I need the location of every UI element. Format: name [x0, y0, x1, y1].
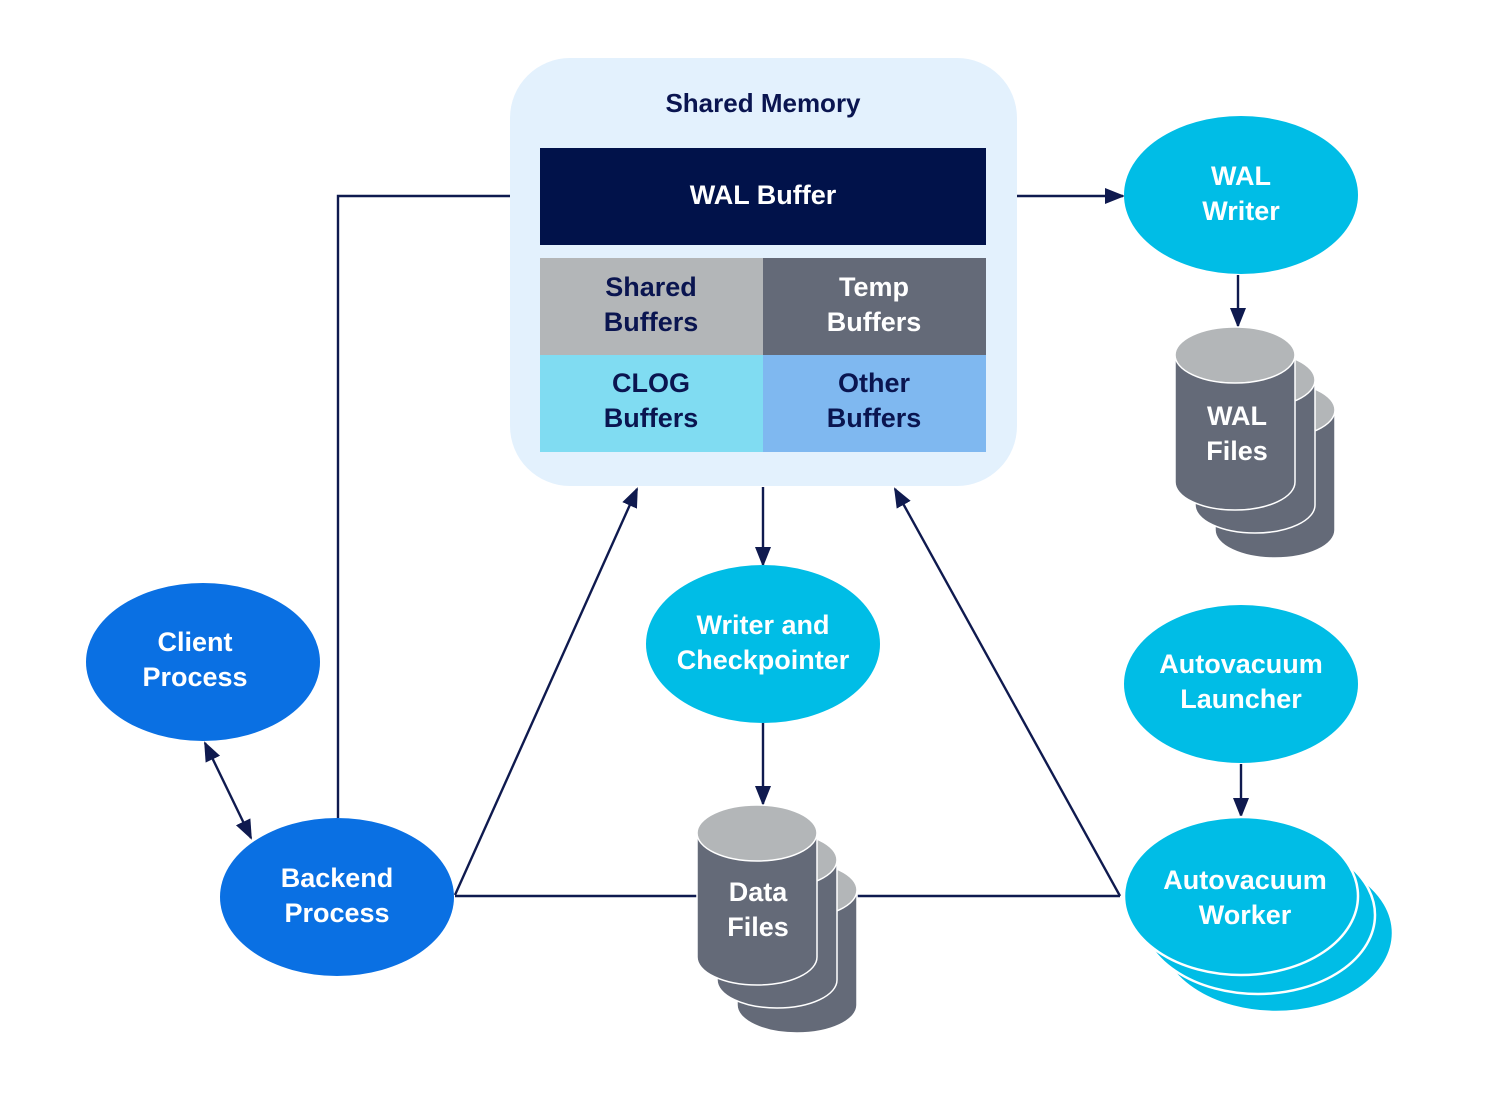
cylinder-front — [1174, 326, 1296, 511]
data-files-label-line2: Files — [727, 912, 789, 942]
autovacuum-worker-label-line2: Worker — [1199, 900, 1292, 930]
wal-writer-ellipse — [1124, 116, 1358, 274]
backend-process-node: Backend Process — [220, 818, 454, 976]
edge-backend-to-shared-memory — [453, 487, 639, 896]
wal-files-label-line2: Files — [1206, 436, 1268, 466]
client-process-ellipse — [86, 583, 320, 741]
other-buffers-label-line2: Buffers — [827, 403, 922, 433]
worker-ellipse-front — [1122, 815, 1360, 977]
backend-process-label-line1: Backend — [281, 863, 394, 893]
autovacuum-launcher-ellipse — [1124, 605, 1358, 763]
edges — [203, 188, 1249, 898]
autovacuum-worker-node: Autovacuum Worker — [1122, 815, 1395, 1014]
writer-checkpointer-label-line2: Checkpointer — [677, 645, 850, 675]
writer-checkpointer-label-line1: Writer and — [696, 610, 829, 640]
backend-process-ellipse — [220, 818, 454, 976]
edge-worker-to-shared-memory — [893, 487, 1122, 897]
writer-checkpointer-node: Writer and Checkpointer — [646, 565, 880, 723]
client-process-label-line1: Client — [157, 627, 232, 657]
autovacuum-worker-label-line1: Autovacuum — [1163, 865, 1327, 895]
shared-memory-group: Shared Memory WAL Buffer Shared Buffers … — [510, 58, 1017, 486]
wal-writer-node: WAL Writer — [1124, 116, 1358, 274]
wal-files-node: WAL Files — [1174, 326, 1336, 559]
autovacuum-launcher-node: Autovacuum Launcher — [1124, 605, 1358, 763]
other-buffers-box — [763, 355, 986, 452]
temp-buffers-box — [763, 258, 986, 355]
wal-writer-label-line2: Writer — [1202, 196, 1280, 226]
writer-checkpointer-ellipse — [646, 565, 880, 723]
wal-buffer-box — [540, 148, 986, 245]
cylinder-front — [696, 804, 818, 986]
temp-buffers-label-line2: Buffers — [827, 307, 922, 337]
data-files-label-line1: Data — [729, 877, 789, 907]
autovacuum-launcher-label-line2: Launcher — [1180, 684, 1302, 714]
autovacuum-launcher-label-line1: Autovacuum — [1159, 649, 1323, 679]
data-files-node: Data Files — [696, 804, 858, 1034]
edge-backend-to-wal-buffer — [336, 188, 539, 818]
other-buffers-label-line1: Other — [838, 368, 911, 398]
temp-buffers-label-line1: Temp — [839, 272, 909, 302]
clog-buffers-box — [540, 355, 763, 452]
wal-buffer-label: WAL Buffer — [690, 180, 837, 210]
backend-process-label-line2: Process — [284, 898, 389, 928]
shared-buffers-label-line2: Buffers — [604, 307, 699, 337]
shared-buffers-box — [540, 258, 763, 355]
clog-buffers-label-line1: CLOG — [612, 368, 690, 398]
wal-writer-label-line1: WAL — [1211, 161, 1271, 191]
shared-buffers-label-line1: Shared — [605, 272, 697, 302]
client-process-node: Client Process — [86, 583, 320, 741]
edge-client-backend — [203, 741, 253, 840]
clog-buffers-label-line2: Buffers — [604, 403, 699, 433]
shared-memory-title: Shared Memory — [665, 88, 861, 118]
wal-files-label-line1: WAL — [1207, 401, 1267, 431]
client-process-label-line2: Process — [142, 662, 247, 692]
